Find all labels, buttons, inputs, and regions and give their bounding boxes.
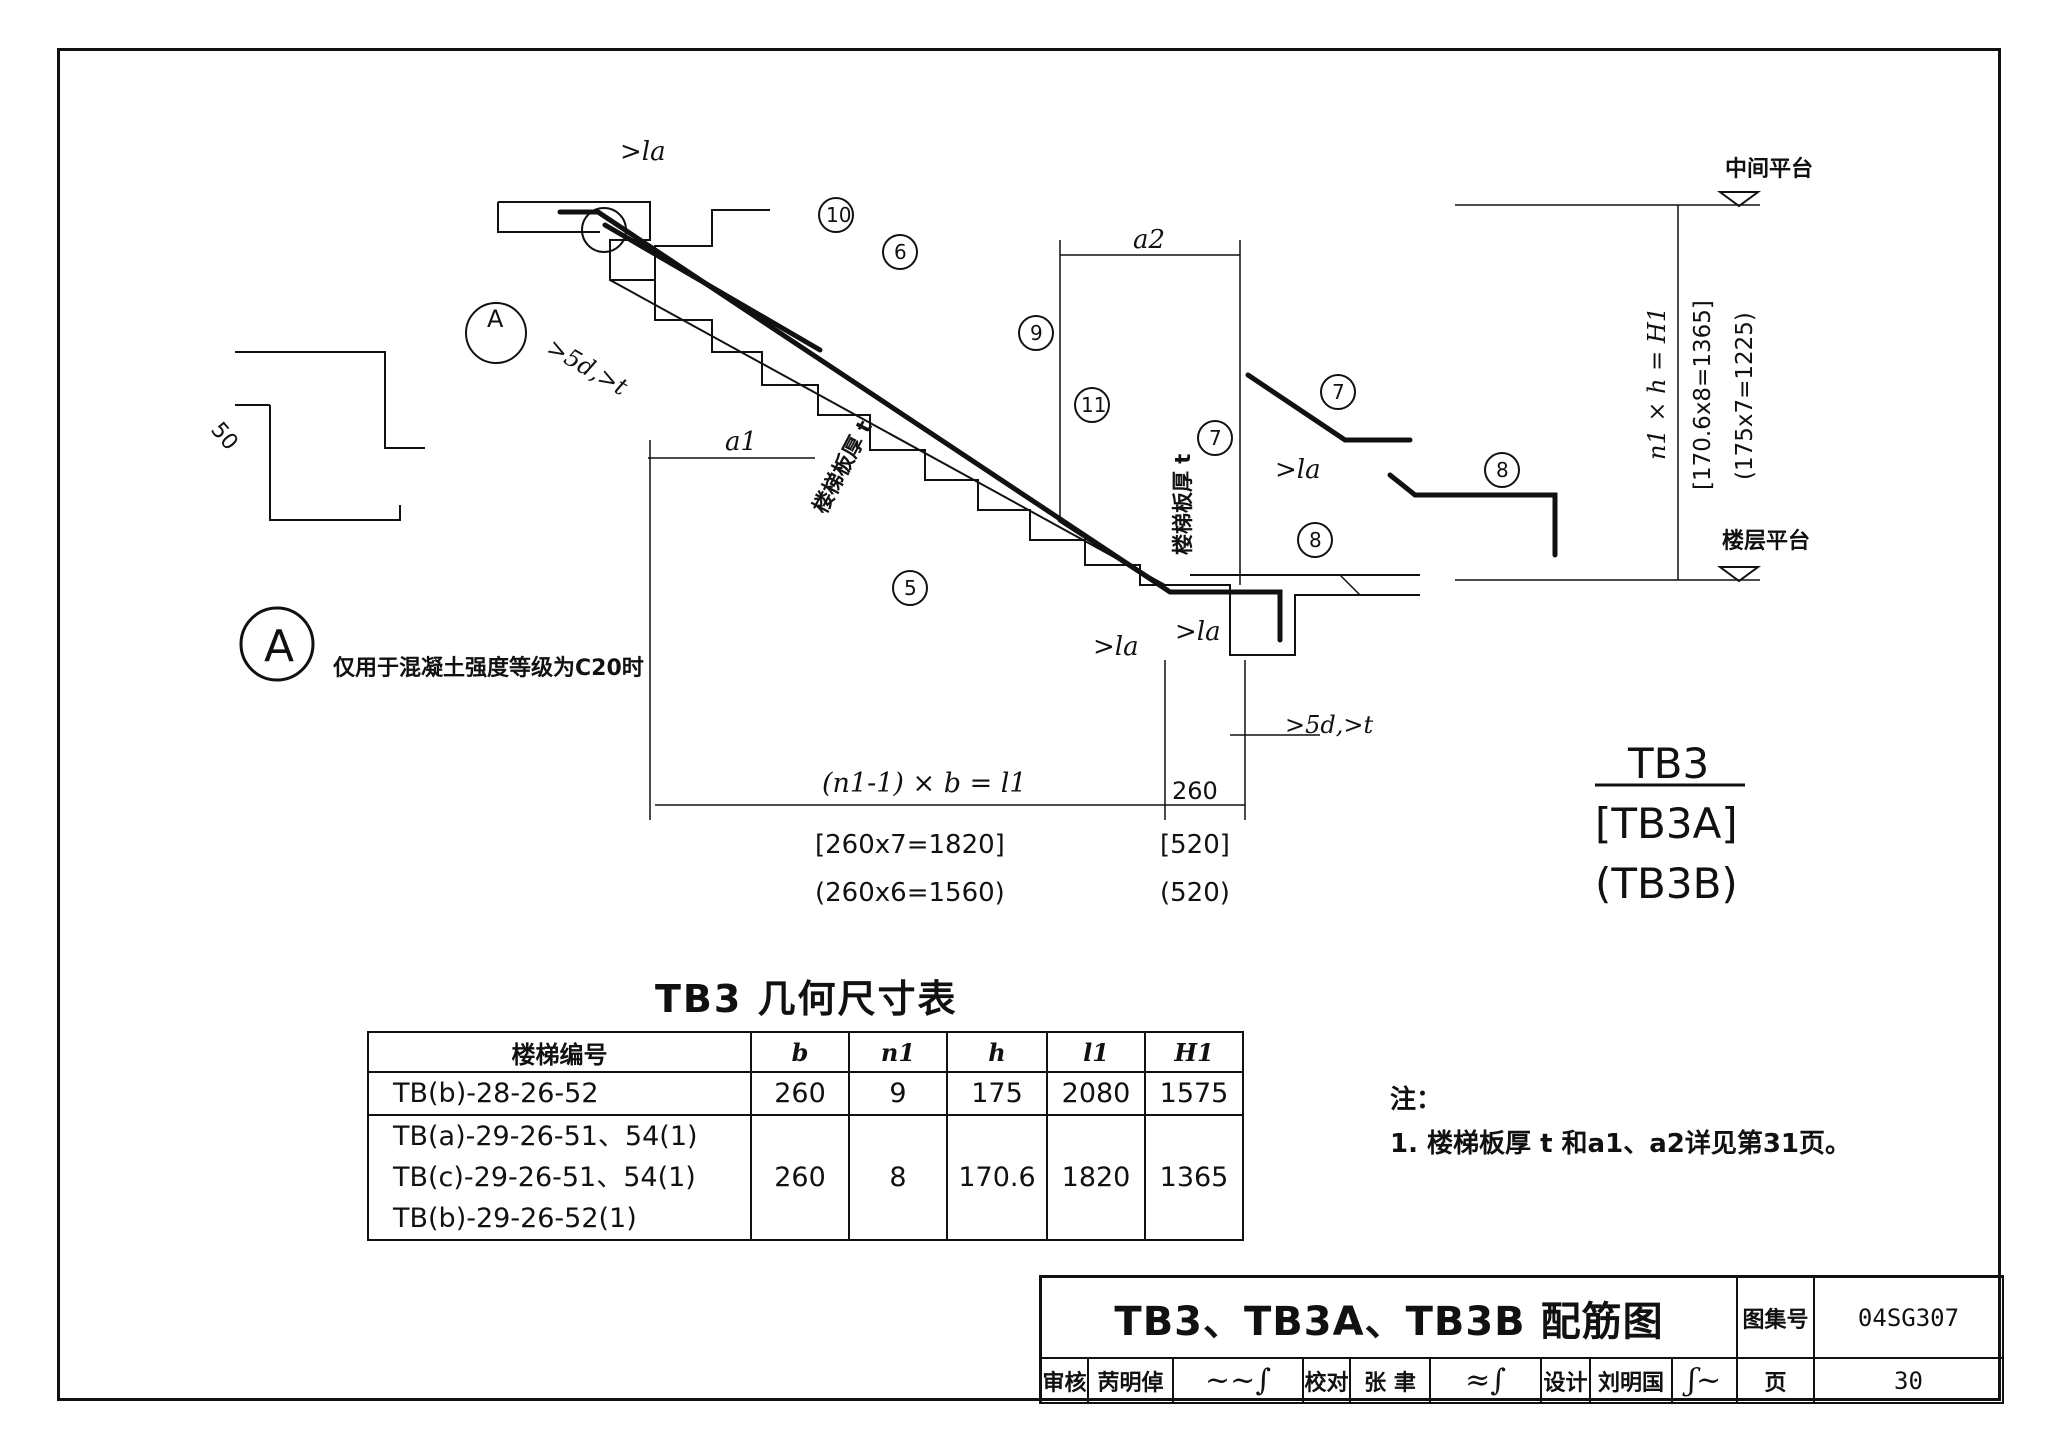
upper-slab-outline bbox=[497, 202, 600, 233]
row-codes: TB(a)-29-26-51、54(1) TB(c)-29-26-51、54(1… bbox=[367, 1114, 752, 1241]
label-span-tb3b: (260x6=1560) bbox=[815, 878, 1005, 908]
detail-a-badge bbox=[239, 606, 315, 682]
rebar-7-detail bbox=[1245, 372, 1413, 443]
model-variant-a: [TB3A] bbox=[1595, 799, 1738, 848]
rebar-8-detail bbox=[1387, 472, 1558, 558]
detail-a-sketch bbox=[235, 351, 425, 449]
row-code: TB(b)-29-26-52(1) bbox=[393, 1203, 637, 1234]
label-span-formula: (n1-1) × b = l1 bbox=[822, 768, 1027, 799]
label-la-top: >la bbox=[620, 137, 666, 167]
check-label: 校对 bbox=[1304, 1359, 1351, 1404]
checker-name: 张 聿 bbox=[1351, 1359, 1431, 1404]
table-row: TB(a)-29-26-51、54(1) TB(c)-29-26-51、54(1… bbox=[367, 1114, 1244, 1241]
row-H1: 1575 bbox=[1144, 1071, 1244, 1116]
label-la-mid: >la bbox=[1275, 455, 1321, 485]
page-number: 30 bbox=[1815, 1359, 2004, 1404]
stair-steps-outline bbox=[654, 280, 1190, 586]
row-b: 260 bbox=[750, 1071, 850, 1116]
row-h: 175 bbox=[946, 1071, 1048, 1116]
geometry-table: 楼梯编号 b n1 h l1 H1 TB(b)-28-26-52 260 9 1… bbox=[367, 1031, 1244, 1241]
header-h: h bbox=[946, 1031, 1048, 1073]
model-name: TB3 bbox=[1627, 739, 1709, 788]
detail-a-circle bbox=[581, 207, 627, 253]
bar-mark-5: 5 bbox=[904, 576, 917, 600]
label-la-bottom-right: >la bbox=[1175, 617, 1221, 647]
rebar-6 bbox=[602, 222, 823, 353]
label-span-260: 260 bbox=[1172, 777, 1218, 805]
designer-name: 刘明国 bbox=[1591, 1359, 1673, 1404]
row-code: TB(c)-29-26-51、54(1) bbox=[393, 1162, 696, 1193]
label-slab-thickness-vert: 楼梯板厚 t bbox=[1171, 454, 1195, 555]
checker-signature: ≈∫ bbox=[1431, 1359, 1542, 1404]
drawing-title: TB3、TB3A、TB3B 配筋图 bbox=[1042, 1278, 1738, 1359]
bar-mark-8: 8 bbox=[1309, 528, 1322, 552]
header-code: 楼梯编号 bbox=[367, 1031, 752, 1073]
label-span-tb3a-end: [520] bbox=[1160, 830, 1230, 860]
note-item: 1. 楼梯板厚 t 和a1、a2详见第31页。 bbox=[1390, 1129, 1852, 1159]
title-block: TB3、TB3A、TB3B 配筋图 图集号 04SG307 审核 苪明倬 ~~∫… bbox=[1039, 1275, 2004, 1404]
label-anchor-bottom: >5d,>t bbox=[1285, 711, 1373, 739]
label-span-tb3b-end: (520) bbox=[1160, 878, 1230, 908]
row-l1: 1820 bbox=[1046, 1114, 1146, 1241]
label-height-tb3b: (175x7=1225) bbox=[1732, 312, 1758, 480]
callout-a-marker bbox=[465, 302, 527, 364]
bar-mark-8-detail: 8 bbox=[1496, 458, 1509, 482]
label-a1: a1 bbox=[725, 427, 757, 457]
label-la-bottom-left: >la bbox=[1093, 632, 1139, 662]
designer-signature: ʃ~ bbox=[1673, 1359, 1738, 1404]
design-label: 设计 bbox=[1542, 1359, 1591, 1404]
geometry-table-title: TB3 几何尺寸表 bbox=[655, 977, 958, 1021]
header-n1: n1 bbox=[848, 1031, 948, 1073]
label-floor-platform: 楼层平台 bbox=[1722, 528, 1810, 554]
header-b: b bbox=[750, 1031, 850, 1073]
label-callout-a-large: A bbox=[264, 621, 294, 672]
review-label: 审核 bbox=[1042, 1359, 1089, 1404]
label-a2: a2 bbox=[1133, 225, 1165, 255]
reviewer-name: 苪明倬 bbox=[1089, 1359, 1174, 1404]
notes-heading: 注： bbox=[1390, 1085, 1443, 1115]
table-header-row: 楼梯编号 b n1 h l1 H1 bbox=[367, 1031, 1244, 1073]
row-H1: 1365 bbox=[1144, 1114, 1244, 1241]
bar-mark-10: 10 bbox=[826, 203, 851, 227]
atlas-number: 04SG307 bbox=[1815, 1278, 2004, 1359]
row-n1: 8 bbox=[848, 1114, 948, 1241]
header-H1: H1 bbox=[1144, 1031, 1244, 1073]
bar-mark-11: 11 bbox=[1081, 393, 1106, 417]
label-span-tb3a: [260x7=1820] bbox=[815, 830, 1005, 860]
upper-step-outline bbox=[654, 209, 770, 280]
bar-mark-7: 7 bbox=[1209, 426, 1222, 450]
atlas-label: 图集号 bbox=[1738, 1278, 1815, 1359]
label-detail-50: 50 bbox=[205, 418, 242, 456]
header-l1: l1 bbox=[1046, 1031, 1146, 1073]
drawing-frame bbox=[57, 48, 2001, 1401]
row-code: TB(a)-29-26-51、54(1) bbox=[393, 1121, 698, 1152]
rebar-11 bbox=[1057, 517, 1163, 588]
stair-soffit-line bbox=[609, 279, 1166, 586]
row-h: 170.6 bbox=[946, 1114, 1048, 1241]
row-l1: 2080 bbox=[1046, 1071, 1146, 1116]
bar-mark-7-detail: 7 bbox=[1332, 380, 1345, 404]
label-slab-thickness-diag: 楼梯板厚 t bbox=[808, 417, 877, 518]
label-mid-platform: 中间平台 bbox=[1725, 156, 1813, 182]
bar-mark-9: 9 bbox=[1030, 321, 1043, 345]
page-label: 页 bbox=[1738, 1359, 1815, 1404]
label-callout-a-small: A bbox=[487, 305, 504, 333]
reviewer-signature: ~~∫ bbox=[1174, 1359, 1304, 1404]
mid-platform-mark bbox=[1716, 191, 1762, 208]
label-detail-note: 仅用于混凝土强度等级为C20时 bbox=[333, 655, 644, 681]
row-code: TB(b)-28-26-52 bbox=[367, 1071, 752, 1116]
row-n1: 9 bbox=[848, 1071, 948, 1116]
table-row: TB(b)-28-26-52 260 9 175 2080 1575 bbox=[367, 1071, 1244, 1116]
model-variant-b: (TB3B) bbox=[1595, 859, 1738, 908]
notes: 注： 1. 楼梯板厚 t 和a1、a2详见第31页。 bbox=[1390, 1078, 1851, 1166]
floor-platform-mark bbox=[1716, 566, 1762, 583]
label-height-formula: n1 × h = H1 bbox=[1643, 307, 1671, 460]
label-anchor-top: >5d,>t bbox=[542, 333, 633, 401]
row-b: 260 bbox=[750, 1114, 850, 1241]
rebar-5 bbox=[557, 209, 1283, 643]
bar-mark-6: 6 bbox=[894, 240, 907, 264]
lower-beam-outline bbox=[1165, 584, 1420, 656]
label-height-tb3a: [170.6x8=1365] bbox=[1690, 300, 1716, 490]
